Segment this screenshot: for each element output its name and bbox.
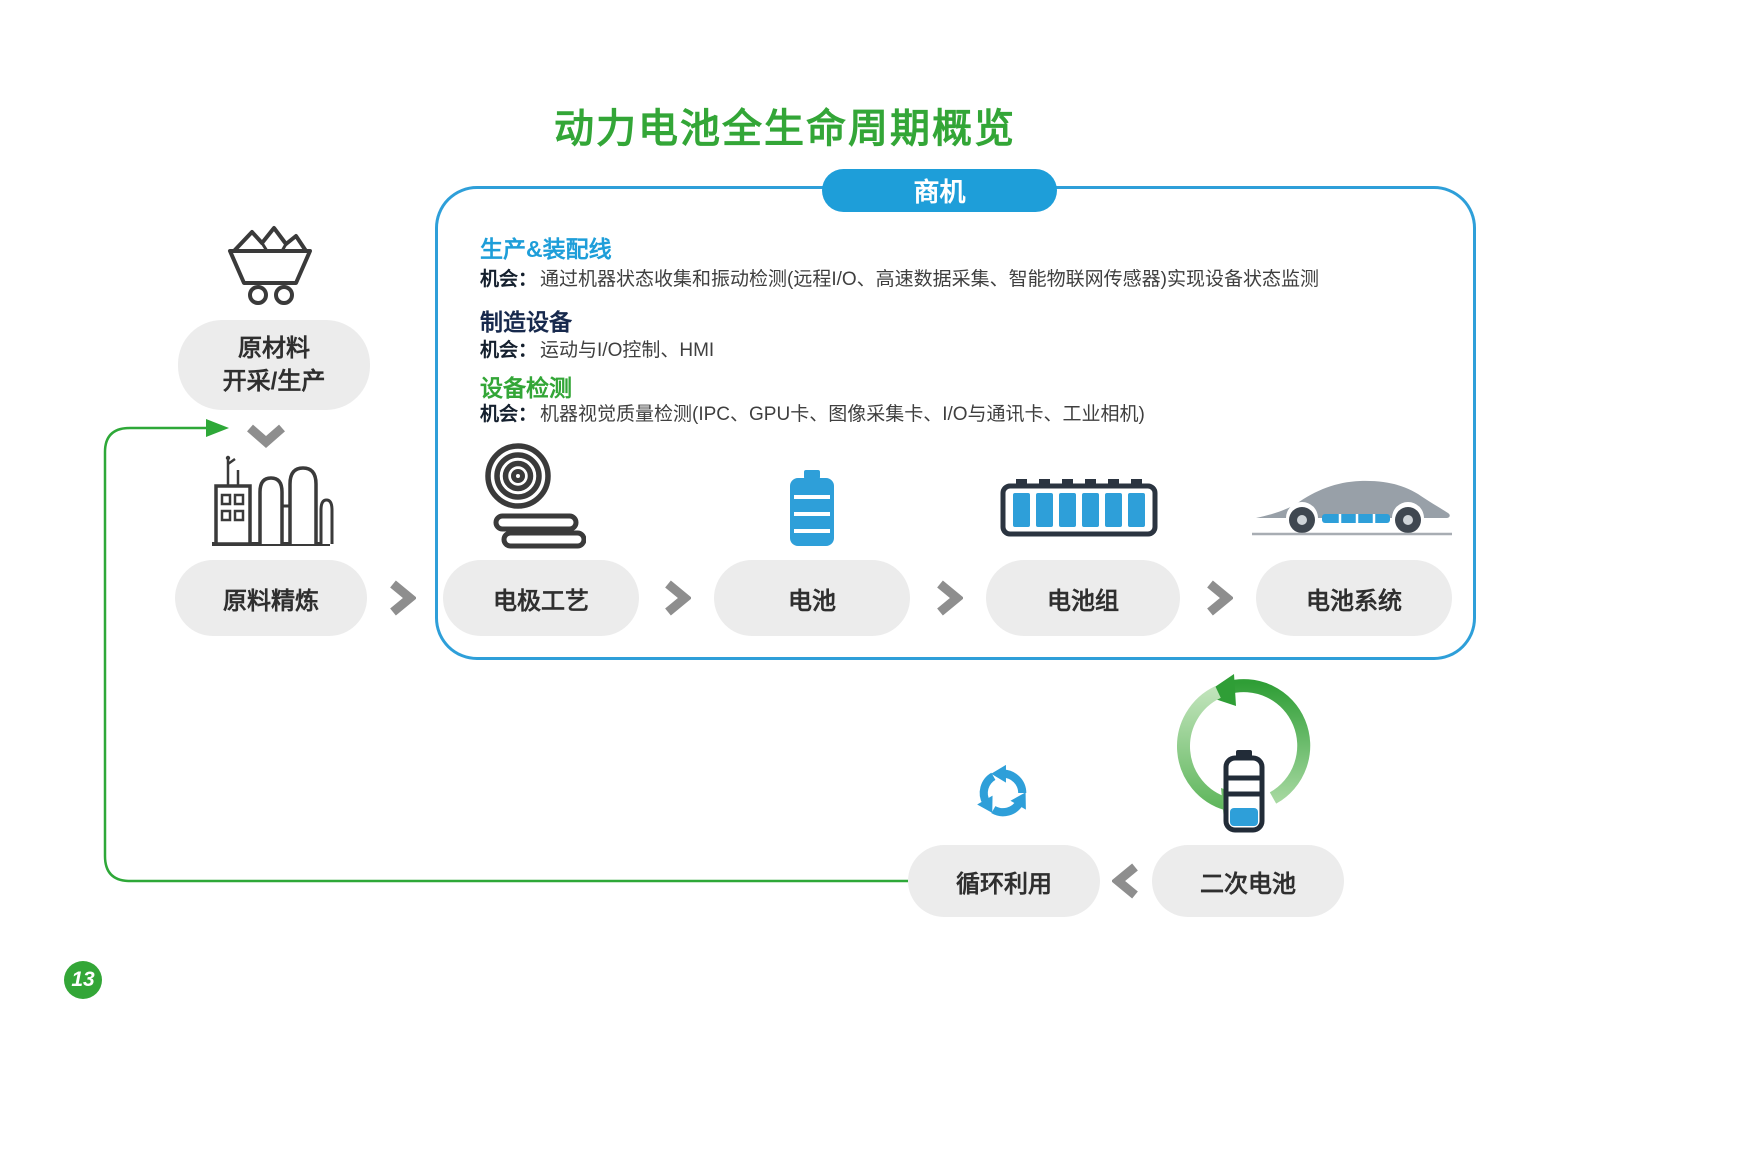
ev-car-icon	[1252, 480, 1452, 536]
chevron-right-icon	[665, 580, 691, 616]
opportunity-label: 机会：	[480, 269, 538, 290]
section-heading-manufacturing-equipment: 制造设备	[480, 309, 572, 335]
second-life-battery-icon	[1223, 750, 1265, 833]
page-number-badge: 13	[64, 961, 102, 999]
stage-recycling: 循环利用	[908, 845, 1100, 917]
stage-raw-material-line1: 原材料	[238, 335, 310, 362]
stage-pack: 电池组	[986, 560, 1180, 636]
opportunity-tab: 商机	[822, 169, 1057, 212]
stage-cell: 电池	[714, 560, 910, 636]
stage-raw-material: 原材料 开采/生产	[178, 320, 370, 410]
section-body-equipment-inspection: 机会：机器视觉质量检测(IPC、GPU卡、图像采集卡、I/O与通讯卡、工业相机)	[480, 399, 1445, 426]
stage-second-life: 二次电池	[1152, 845, 1344, 917]
chevron-left-icon	[1112, 863, 1138, 899]
factory-icon	[212, 455, 334, 546]
opportunity-text: 运动与I/O控制、HMI	[540, 340, 715, 361]
section-body-manufacturing-equipment: 机会：运动与I/O控制、HMI	[480, 335, 1445, 362]
opportunity-text: 机器视觉质量检测(IPC、GPU卡、图像采集卡、I/O与通讯卡、工业相机)	[540, 404, 1145, 425]
minecart-icon	[228, 226, 312, 305]
stage-system: 电池系统	[1256, 560, 1452, 636]
section-heading-production-line: 生产&装配线	[480, 236, 612, 262]
opportunity-text: 通过机器状态收集和振动检测(远程I/O、高速数据采集、智能物联网传感器)实现设备…	[540, 269, 1320, 290]
chevron-right-icon	[937, 580, 963, 616]
stage-refining: 原料精炼	[175, 560, 367, 636]
loop-arrowhead	[206, 419, 229, 437]
battery-pack-icon	[1000, 479, 1158, 537]
chevron-right-icon	[1207, 580, 1233, 616]
page-title: 动力电池全生命周期概览	[554, 107, 1016, 151]
opportunity-label: 机会：	[480, 340, 538, 361]
chevron-right-icon	[390, 580, 416, 616]
opportunity-label: 机会：	[480, 404, 538, 425]
battery-cell-icon	[790, 470, 834, 546]
recycle-icon	[977, 764, 1027, 817]
section-body-production-line: 机会：通过机器状态收集和振动检测(远程I/O、高速数据采集、智能物联网传感器)实…	[480, 264, 1445, 291]
electrode-coil-icon	[485, 443, 586, 549]
stage-electrode-process: 电极工艺	[443, 560, 639, 636]
section-heading-equipment-inspection: 设备检测	[480, 375, 572, 401]
chevron-down-icon	[247, 424, 285, 448]
stage-raw-material-line2: 开采/生产	[222, 368, 326, 395]
